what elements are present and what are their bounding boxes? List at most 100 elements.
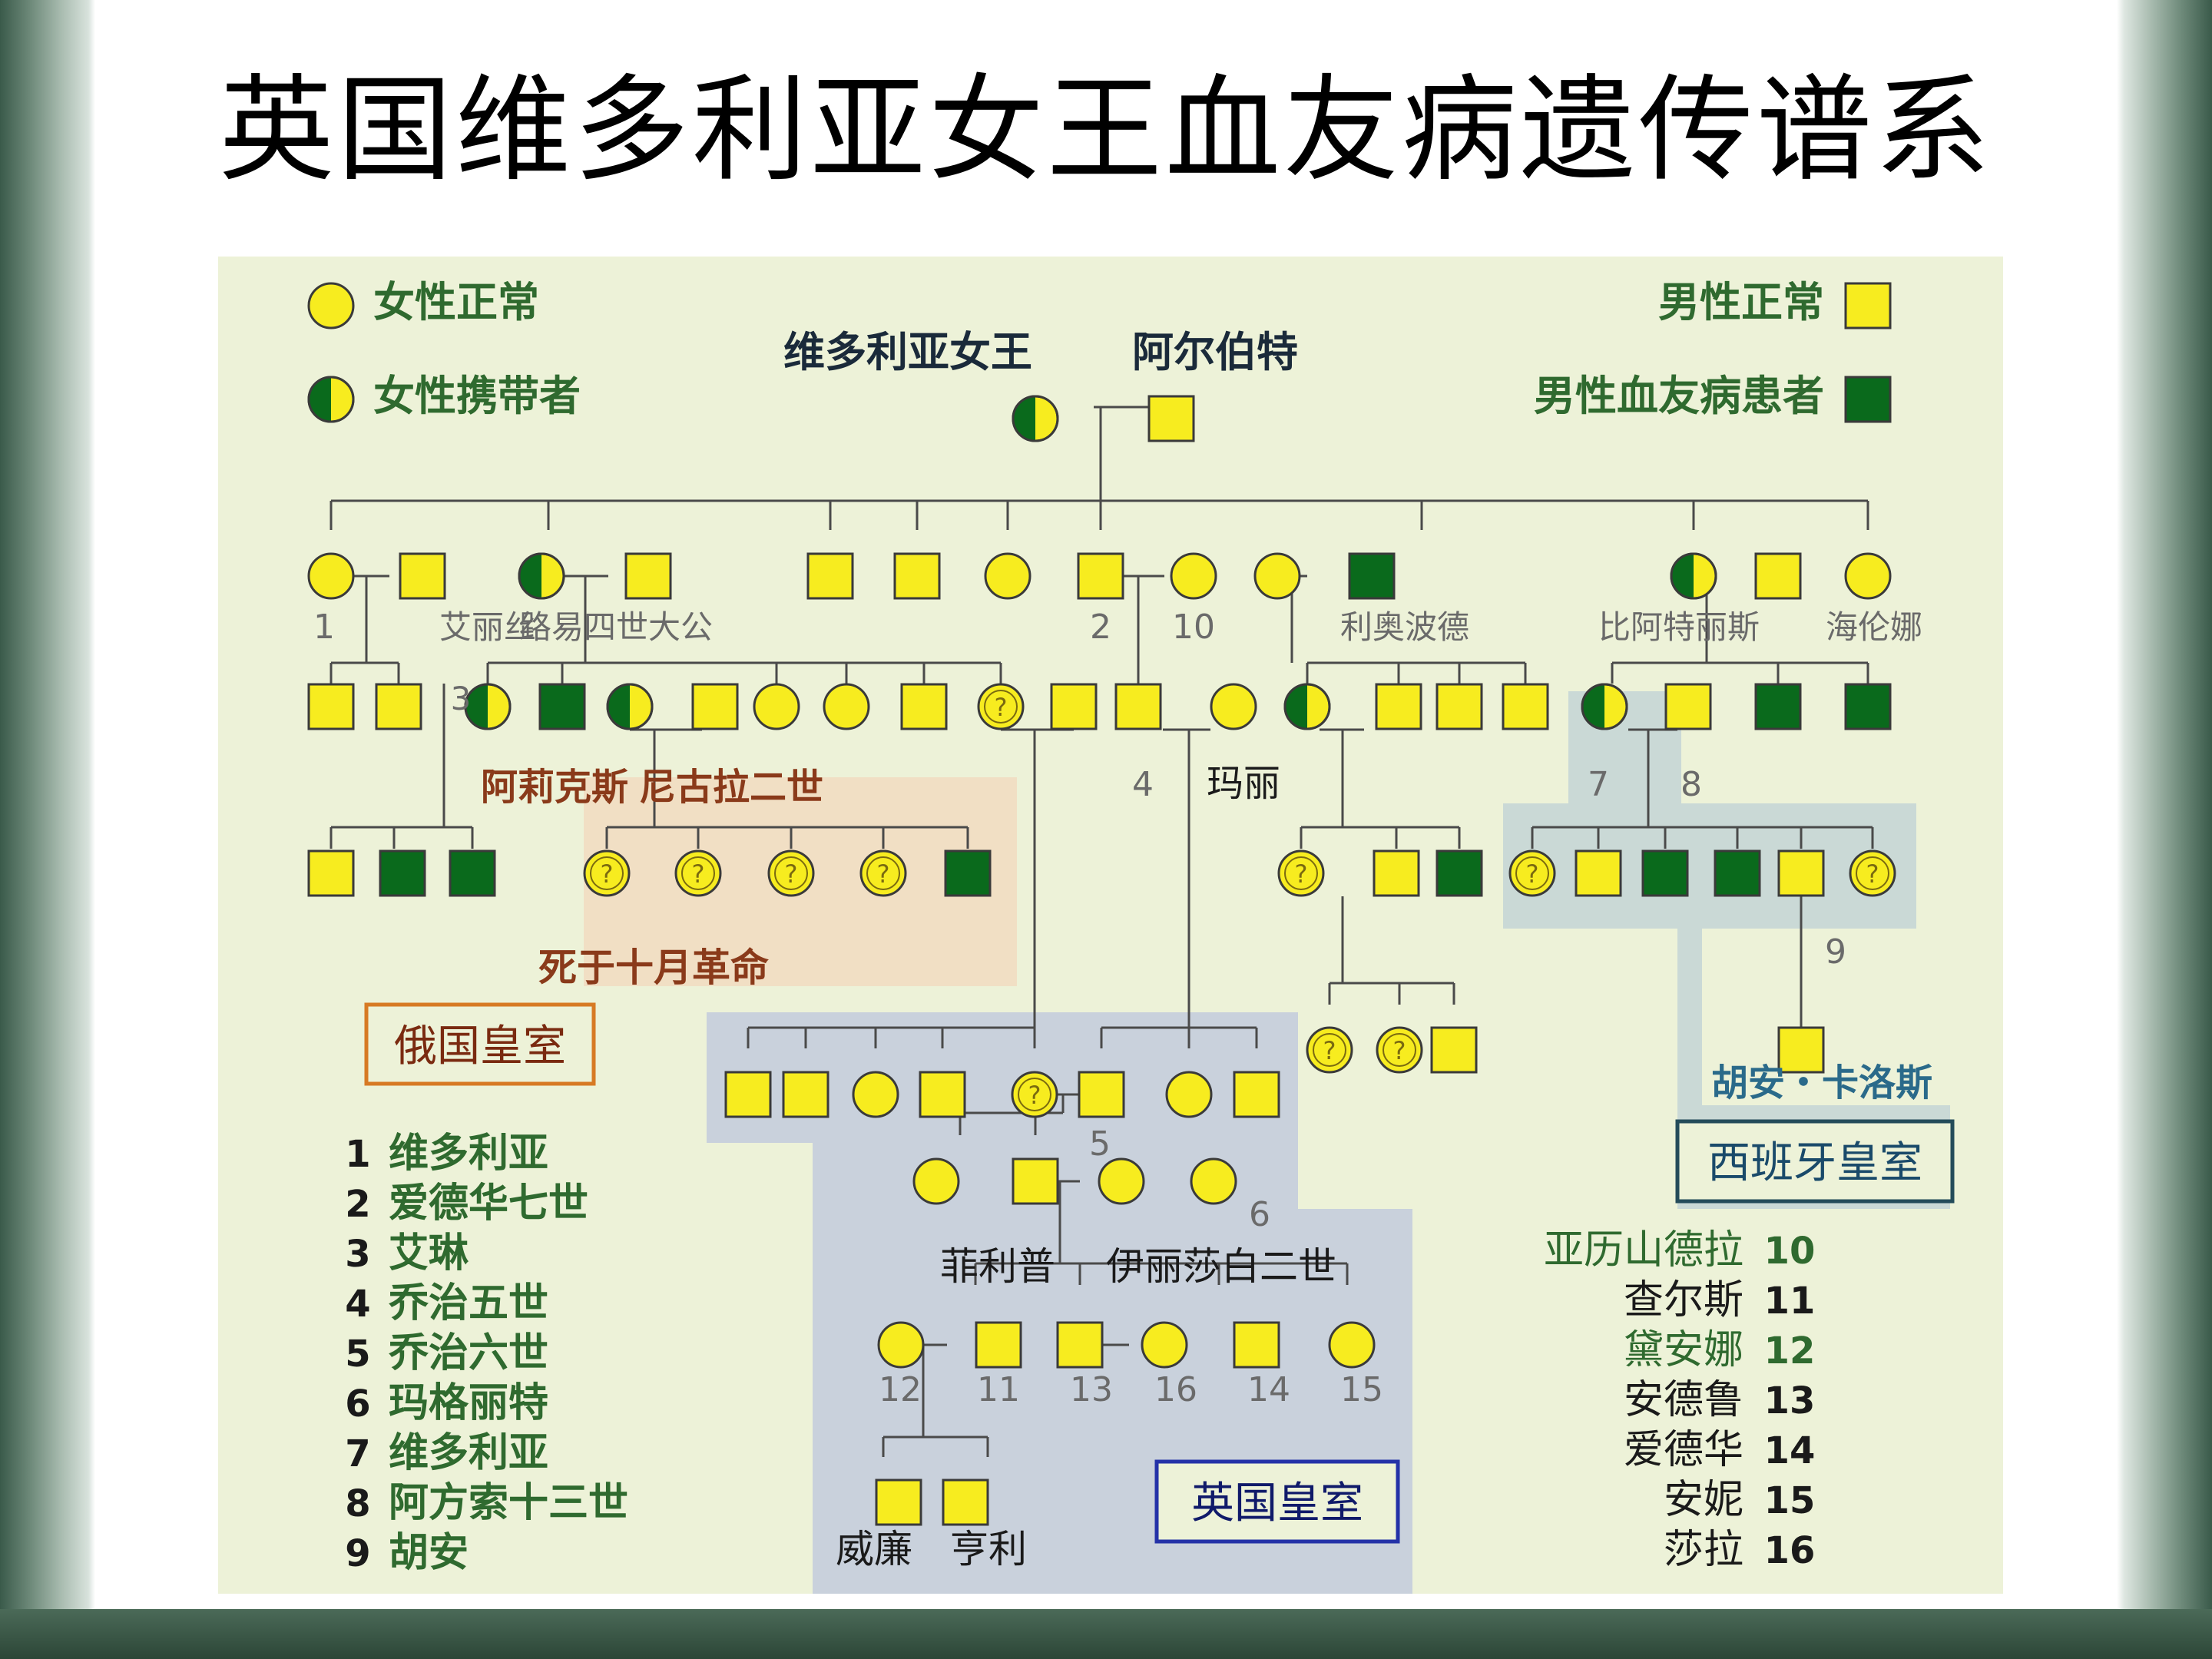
unknown-female-symbol: ? (767, 849, 815, 897)
label-william: 威廉 (836, 1527, 912, 1571)
label-revolution: 死于十月革命 (538, 945, 769, 990)
right-key-number: 12 (1764, 1330, 1816, 1373)
normal-male-symbol (1375, 683, 1422, 730)
harry-symbol (942, 1479, 989, 1526)
pedigree-diagram: ??????????? 女性正常 女性携带者 男性正常 男性血友病患者 维多利亚… (218, 257, 2003, 1594)
label-10: 10 (1172, 608, 1215, 647)
label-alix: 阿莉克斯 (481, 766, 628, 809)
victoria-eugenie-symbol (1581, 683, 1628, 730)
sarah-symbol (1141, 1321, 1188, 1369)
normal-male-symbol (307, 849, 355, 897)
queen-victoria-label: 维多利亚女王 (783, 328, 1032, 376)
unknown-female-symbol: ? (1306, 1026, 1353, 1074)
affected-male-symbol (1844, 683, 1892, 730)
legend-female-carrier-label: 女性携带者 (373, 372, 581, 420)
left-key-name: 胡安 (389, 1530, 469, 1576)
left-key-number: 9 (345, 1532, 370, 1575)
normal-male-symbol (1502, 683, 1549, 730)
right-key-name: 安妮 (1664, 1477, 1743, 1523)
unknown-mark: ? (1028, 1081, 1041, 1110)
affected-male-symbol (1754, 683, 1802, 730)
britain-title-box (1154, 1459, 1400, 1544)
left-key-number: 6 (345, 1382, 370, 1426)
alfonso-symbol (1664, 683, 1712, 730)
label-philip: 菲利普 (940, 1244, 1055, 1289)
right-key-number: 10 (1764, 1230, 1816, 1273)
label-leopold: 利奥波德 (1340, 608, 1469, 646)
left-key-name: 乔治六世 (389, 1330, 548, 1376)
left-key-number: 3 (345, 1233, 370, 1276)
unknown-female-symbol: ? (583, 849, 631, 897)
russia-title: 俄国皇室 (394, 1022, 566, 1071)
legend-female-normal-symbol (307, 282, 355, 329)
unknown-mark: ? (785, 859, 798, 889)
diana-symbol (877, 1321, 925, 1369)
normal-male-symbol (1050, 683, 1098, 730)
nicholas-symbol (691, 683, 739, 730)
right-key-number: 15 (1764, 1479, 1816, 1522)
affected-male-symbol (1714, 849, 1761, 897)
label-harry: 亨利 (950, 1527, 1027, 1571)
right-key-name: 黛安娜 (1624, 1327, 1743, 1373)
label-11: 11 (977, 1370, 1020, 1409)
left-key-name: 维多利亚 (389, 1131, 548, 1177)
left-key-number: 8 (345, 1482, 370, 1525)
unknown-mark: ? (1295, 859, 1308, 889)
label-8: 8 (1681, 765, 1702, 804)
spain-title-box (1675, 1119, 1955, 1204)
right-key-number: 14 (1764, 1429, 1816, 1472)
normal-male-symbol (782, 1071, 830, 1118)
normal-male-symbol (399, 552, 446, 600)
affected-male-symbol (1641, 849, 1689, 897)
label-4: 4 (1132, 765, 1154, 804)
margaret-symbol (1190, 1157, 1237, 1205)
edward-symbol (1233, 1321, 1280, 1369)
alix-symbol (606, 683, 654, 730)
unknown-mark: ? (1393, 1036, 1406, 1065)
right-key-name: 亚历山德拉 (1544, 1227, 1743, 1273)
label-9: 9 (1825, 932, 1846, 972)
unknown-female-symbol: ? (1849, 849, 1896, 897)
label-3: 3 (451, 680, 472, 717)
irene-symbol (464, 683, 512, 730)
unknown-mark: ? (692, 859, 705, 889)
unknown-female-symbol: ? (1508, 849, 1556, 897)
label-16: 16 (1154, 1370, 1197, 1409)
right-key-number: 11 (1764, 1280, 1816, 1323)
normal-female-symbol (852, 1071, 899, 1118)
william-symbol (875, 1479, 922, 1526)
label-1: 1 (313, 608, 335, 647)
unknown-female-symbol: ? (1376, 1026, 1423, 1074)
unknown-mark: ? (1526, 859, 1539, 889)
label-13: 13 (1070, 1370, 1113, 1409)
right-key-name: 查尔斯 (1624, 1277, 1743, 1323)
left-key-number: 5 (345, 1333, 370, 1376)
affected-male-symbol (1435, 849, 1483, 897)
left-key-name: 乔治五世 (389, 1280, 548, 1326)
right-key-number: 13 (1764, 1379, 1816, 1422)
label-nicholas: 尼古拉二世 (639, 766, 823, 809)
unknown-female-symbol: ? (1011, 1071, 1058, 1118)
legend-male-normal-label: 男性正常 (1658, 278, 1824, 326)
page-title: 英国维多利亚女王血友病遗传谱系 (218, 64, 1993, 197)
george-v-symbol (1114, 683, 1162, 730)
george-vi-symbol (1078, 1071, 1125, 1118)
juan-carlos-symbol (1777, 1026, 1825, 1074)
right-key-name: 爱德华 (1624, 1427, 1743, 1473)
left-key-number: 4 (345, 1283, 370, 1326)
label-15: 15 (1340, 1370, 1383, 1409)
left-key-name: 维多利亚 (389, 1430, 548, 1476)
label-6: 6 (1249, 1195, 1270, 1234)
left-key-name: 爱德华七世 (389, 1181, 588, 1227)
label-juan-carlos: 胡安・卡洛斯 (1711, 1061, 1932, 1104)
left-key-number: 7 (345, 1432, 370, 1475)
russia-title-box (364, 1002, 596, 1086)
label-helena: 海伦娜 (1826, 608, 1922, 646)
normal-female-symbol (307, 552, 355, 600)
queen-victoria-symbol (1012, 395, 1059, 442)
unknown-female-symbol: ? (1277, 849, 1325, 897)
right-key-name: 安德鲁 (1624, 1377, 1743, 1423)
affected-male-symbol (449, 849, 496, 897)
left-key-number: 2 (345, 1183, 370, 1226)
normal-female-symbol (753, 683, 800, 730)
